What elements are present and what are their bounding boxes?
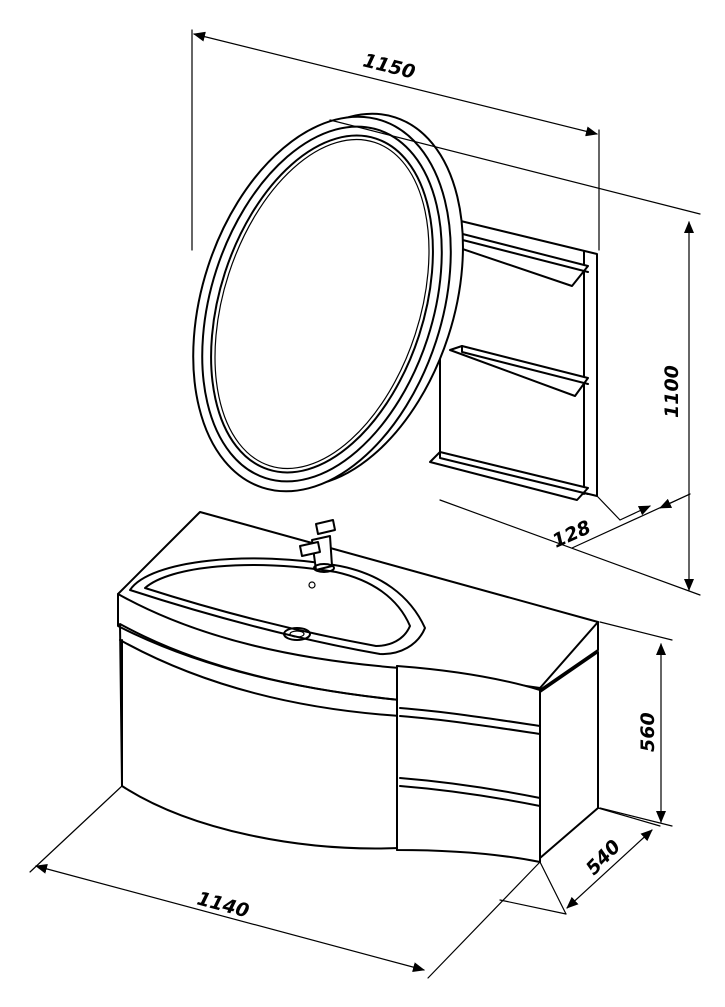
dim-mirror-depth: 128 [549,516,594,552]
round-mirror [192,112,464,493]
dim-mirror-height: 1100 [661,365,683,418]
faucet-icon [299,519,336,573]
mirror-cabinet [192,112,598,501]
dim-cabinet-width: 1140 [195,888,252,923]
dim-cabinet-height: 560 [637,712,659,752]
vanity-cabinet [117,511,599,863]
wash-basin [129,557,426,656]
drawer-column [396,665,541,863]
dim-cabinet-depth: 540 [582,836,625,880]
dimension-lines [29,29,701,979]
dim-mirror-width: 1150 [361,50,418,84]
shelf-unit [429,215,598,501]
